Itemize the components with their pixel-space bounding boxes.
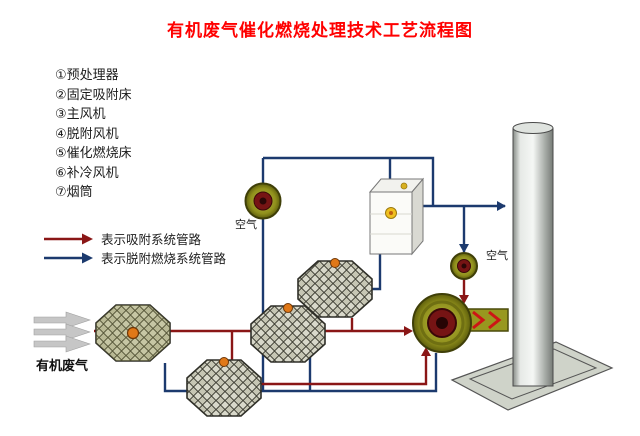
preprocessor-dot <box>126 326 140 340</box>
adsorption-arrowheads <box>404 295 469 356</box>
bed-indicator-dot <box>330 258 340 268</box>
legend-item-desorption-fan: ④脱附风机 <box>55 126 119 142</box>
page-title: 有机废气催化燃烧处理技术工艺流程图 <box>167 21 473 41</box>
pipe-legend-desorption: 表示脱附燃烧系统管路 <box>42 248 226 267</box>
pipe-legend-adsorption: 表示吸附系统管路 <box>42 229 226 248</box>
pipe-legend-adsorption-label: 表示吸附系统管路 <box>101 232 202 247</box>
pipe-legend: 表示吸附系统管路 表示脱附燃烧系统管路 <box>42 229 226 267</box>
air-label-top: 空气 <box>235 217 257 231</box>
legend-item-preprocessor: ①预处理器 <box>55 68 119 83</box>
inlet-gas-label: 有机废气 <box>36 359 89 374</box>
catalytic-combustion-bed <box>368 177 425 256</box>
adsorption-bed-middle <box>250 303 326 363</box>
desorption-pipes <box>163 156 506 393</box>
inlet-arrow-icon <box>33 311 91 329</box>
bed-indicator-dot <box>219 357 229 367</box>
adsorption-bed-top <box>297 258 373 318</box>
component-legend: ①预处理器 ②固定吸附床 ③主风机 ④脱附风机 ⑤催化燃烧床 ⑥补冷风机 ⑦烟筒 <box>55 66 132 203</box>
pipe-legend-desorption-label: 表示脱附燃烧系统管路 <box>101 251 227 266</box>
fan-outlet-arrows-icon <box>472 310 502 330</box>
adsorption-pipe-arrow-icon <box>44 233 93 244</box>
cooling-fan <box>450 252 478 280</box>
inlet-arrow-icon <box>33 323 91 341</box>
preprocessor <box>95 304 171 362</box>
legend-item-main-fan: ③主风机 <box>55 107 106 122</box>
chimney <box>512 122 554 387</box>
desorption-fan <box>244 182 282 220</box>
legend-item-cooling-fan: ⑥补冷风机 <box>55 165 119 181</box>
legend-item-catalytic-bed: ⑤催化燃烧床 <box>55 146 132 161</box>
air-label-right: 空气 <box>486 248 508 262</box>
inlet-arrow-icon <box>33 335 91 353</box>
inlet-arrows <box>33 311 91 353</box>
legend-item-adsorption-bed: ②固定吸附床 <box>55 87 132 103</box>
bed-indicator-dot <box>283 303 293 313</box>
desorption-pipe-arrow-icon <box>44 252 93 263</box>
adsorption-bed-bottom <box>186 357 262 417</box>
desorption-arrowheads <box>459 201 506 253</box>
legend-item-chimney: ⑦烟筒 <box>55 185 93 200</box>
